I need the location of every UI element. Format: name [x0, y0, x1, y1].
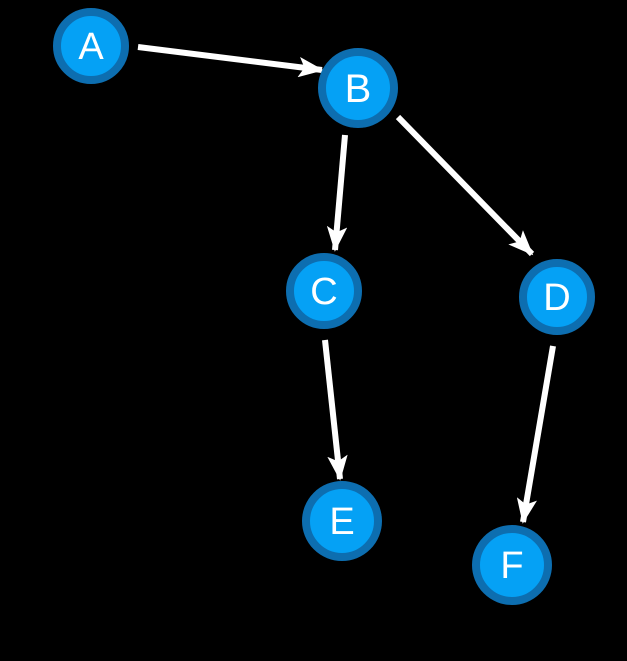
node-circle-f: [472, 525, 552, 605]
graph-edge-a-b[interactable]: [137, 44, 324, 78]
node-circle-b: [318, 48, 398, 128]
node-label-a: A: [78, 26, 104, 68]
graph-edge-b-c[interactable]: [326, 134, 348, 252]
node-circle-e: [302, 481, 382, 561]
node-circle-c: [286, 253, 362, 329]
graph-node-d[interactable]: D: [519, 259, 595, 335]
graph-node-f[interactable]: F: [472, 525, 552, 605]
graph-node-c[interactable]: C: [286, 253, 362, 329]
graph-node-b[interactable]: B: [318, 48, 398, 128]
graph-edge-c-e[interactable]: [322, 339, 348, 481]
graph-edge-b-d[interactable]: [395, 114, 535, 257]
node-circle-d: [519, 259, 595, 335]
nodes-layer: A B C D E F: [53, 8, 595, 605]
graph-node-e[interactable]: E: [302, 481, 382, 561]
node-label-f: F: [500, 545, 523, 587]
node-label-b: B: [345, 67, 372, 111]
node-label-e: E: [329, 501, 354, 543]
edges-layer: [137, 44, 556, 524]
node-circle-a: [53, 8, 129, 84]
graph-edge-d-f[interactable]: [516, 345, 556, 524]
node-label-d: D: [543, 277, 570, 319]
graph-node-a[interactable]: A: [53, 8, 129, 84]
node-label-c: C: [310, 271, 337, 313]
